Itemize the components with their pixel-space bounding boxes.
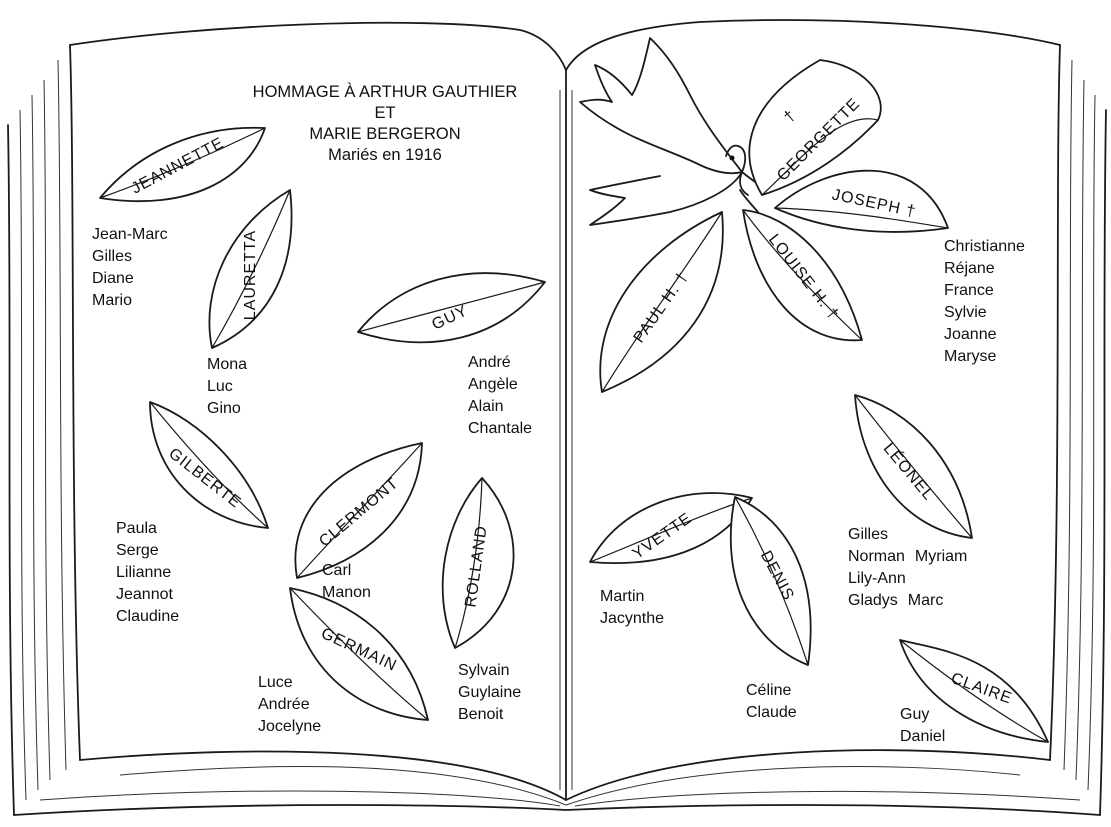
name-item: France (944, 282, 994, 299)
names-denis: Céline Claude (746, 680, 797, 724)
name-item: Andrée (258, 696, 310, 713)
leaf-germain (289, 587, 429, 721)
name-item: Lily-Ann (848, 570, 906, 587)
names-jeannette: Jean-Marc Gilles Diane Mario (92, 224, 168, 312)
leaf-paul (599, 211, 724, 393)
name-item: Claude (746, 704, 797, 721)
name-item: Céline (746, 682, 792, 699)
name-item: Daniel (900, 728, 946, 745)
leaf-leonel (854, 394, 973, 539)
name-item: Jacynthe (600, 610, 665, 627)
name-item: Norman (848, 548, 905, 565)
name-item: André (468, 354, 511, 371)
leaf-gilberte (149, 401, 269, 529)
name-item: Claudine (116, 608, 180, 625)
name-item: Gladys (848, 592, 898, 609)
name-item: Réjane (944, 260, 995, 277)
name-item: Benoit (458, 706, 504, 723)
names-guy: André Angèle Alain Chantale (468, 352, 532, 440)
name-item: Myriam (914, 548, 968, 565)
leaf-denis (729, 496, 812, 666)
name-item: Marc (907, 592, 944, 609)
names-rolland: Sylvain Guylaine Benoit (458, 660, 521, 726)
name-item: Maryse (944, 348, 997, 365)
names-claire: Guy Daniel (900, 704, 945, 748)
names-yvette: Martin Jacynthe (600, 586, 664, 630)
title-line-2: ET (374, 104, 396, 122)
dove-icon (579, 37, 769, 226)
leaf-clermont (294, 442, 423, 579)
name-item: Joanne (944, 326, 997, 343)
names-leonel: Gilles Norman Myriam Lily-Ann Gladys Mar… (848, 524, 967, 612)
leaf-louise (742, 209, 863, 342)
name-item: Gilles (92, 248, 133, 265)
name-item: Serge (116, 542, 159, 559)
name-item: Sylvie (944, 304, 987, 321)
title-line-4: Mariés en 1916 (328, 146, 442, 164)
name-item: Angèle (468, 376, 518, 393)
name-item: Chantale (468, 420, 533, 437)
leaf-claire (899, 639, 1049, 743)
name-item: Mona (207, 356, 248, 373)
names-clermont: Carl Manon (322, 560, 371, 604)
name-item: Gilles (848, 526, 889, 543)
open-book-icon (7, 19, 1107, 816)
name-item: Manon (322, 584, 371, 601)
leaf-lauretta (208, 189, 293, 349)
name-row: Gladys Marc (848, 590, 967, 612)
name-item: Gino (207, 400, 241, 417)
name-item: Jeannot (116, 586, 173, 603)
name-item: Lilianne (116, 564, 172, 581)
dedication-title: HOMMAGE À ARTHUR GAUTHIER ET MARIE BERGE… (200, 82, 570, 166)
names-lauretta: Mona Luc Gino (207, 354, 247, 420)
name-item: Carl (322, 562, 352, 579)
leaf-jeannette (99, 126, 266, 203)
name-item: Mario (92, 292, 133, 309)
name-item: Paula (116, 520, 157, 537)
leaf-rolland (441, 477, 515, 649)
name-item: Jocelyne (258, 718, 322, 735)
name-item: Diane (92, 270, 134, 287)
leaf-georgette (748, 59, 882, 196)
title-line-1: HOMMAGE À ARTHUR GAUTHIER (252, 83, 518, 101)
name-item: Sylvain (458, 662, 510, 679)
name-item: Martin (600, 588, 645, 605)
leaf-joseph (774, 169, 949, 233)
leaf-label-lauretta: LAURETTA (242, 230, 259, 320)
name-item: Guylaine (458, 684, 522, 701)
name-item: Christianne (944, 238, 1025, 255)
names-joseph: Christianne Réjane France Sylvie Joanne … (944, 236, 1025, 368)
name-item: Alain (468, 398, 504, 415)
name-item: Guy (900, 706, 930, 723)
name-item: Jean-Marc (92, 226, 168, 243)
name-row: Norman Myriam (848, 546, 967, 568)
title-line-3: MARIE BERGERON (309, 125, 461, 143)
name-item: Luc (207, 378, 233, 395)
names-germain: Luce Andrée Jocelyne (258, 672, 321, 738)
name-item: Luce (258, 674, 293, 691)
names-gilberte: Paula Serge Lilianne Jeannot Claudine (116, 518, 179, 628)
leaf-guy (357, 272, 546, 344)
